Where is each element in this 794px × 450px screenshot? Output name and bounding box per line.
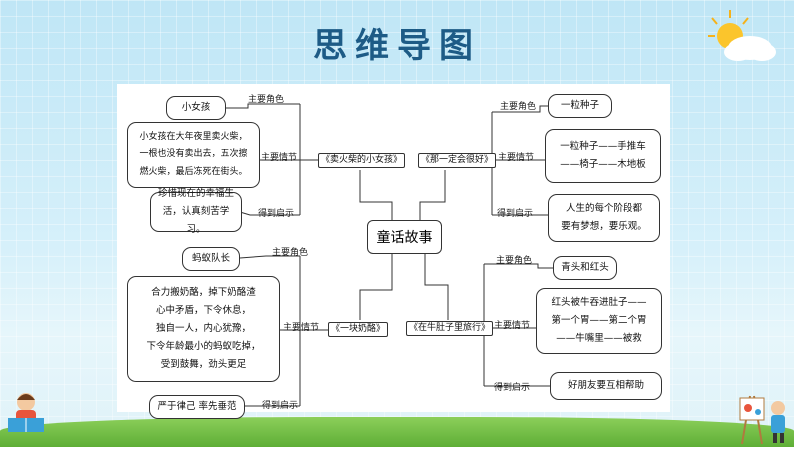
branch-title-matches-girl: 《卖火柴的小女孩》 xyxy=(318,153,406,168)
label-insight: 得到启示 xyxy=(258,209,295,219)
insight-box-matches-girl: 珍惜现在的幸福生 活，认真刻苦学习。 xyxy=(150,188,242,235)
branch-title-piece-of-cheese: 《一块奶酪》 xyxy=(328,322,389,337)
label-insight: 得到启示 xyxy=(262,401,299,411)
label-insight: 得到启示 xyxy=(497,209,534,219)
plot-box-piece-of-cheese: 合力搬奶酪，掉下奶酪渣 心中矛盾，下令休息， 独自一人，内心犹豫， 下令年龄最小… xyxy=(127,276,280,382)
role-box-piece-of-cheese: 蚂蚁队长 xyxy=(182,247,240,271)
sun-cloud-icon xyxy=(700,8,780,68)
label-plot: 主要情节 xyxy=(498,153,535,163)
label-role: 主要角色 xyxy=(500,102,537,112)
role-box-would-be-good: 一粒种子 xyxy=(548,94,612,118)
insight-box-piece-of-cheese: 严于律己 率先垂范 xyxy=(149,395,245,419)
insight-box-would-be-good: 人生的每个阶段都 要有梦想，要乐观。 xyxy=(548,194,660,242)
easel-child-icon xyxy=(732,386,792,446)
label-role: 主要角色 xyxy=(272,248,309,258)
label-insight: 得到启示 xyxy=(494,383,531,393)
label-role: 主要角色 xyxy=(248,95,285,105)
insight-box-cow-stomach: 好朋友要互相帮助 xyxy=(550,372,662,400)
branch-title-would-be-good: 《那一定会很好》 xyxy=(418,153,497,168)
label-plot: 主要情节 xyxy=(494,321,531,331)
plot-box-matches-girl: 小女孩在大年夜里卖火柴， 一根也没有卖出去，五次擦 燃火柴，最后冻死在街头。 xyxy=(127,122,260,188)
label-plot: 主要情节 xyxy=(283,323,320,333)
plot-box-cow-stomach: 红头被牛吞进肚子—— 第一个胃——第二个胃 ——牛嘴里——被救 xyxy=(536,288,662,354)
page-title: 思维导图 xyxy=(313,26,481,66)
center-node: 童话故事 xyxy=(367,220,442,254)
role-box-cow-stomach: 青头和红头 xyxy=(553,256,617,280)
label-role: 主要角色 xyxy=(496,256,533,266)
branch-title-cow-stomach: 《在牛肚子里旅行》 xyxy=(406,321,494,336)
grass-ground xyxy=(0,417,794,447)
role-box-matches-girl: 小女孩 xyxy=(166,96,226,120)
reading-child-icon xyxy=(4,390,50,440)
label-plot: 主要情节 xyxy=(261,153,298,163)
plot-box-would-be-good: 一粒种子——手推车 ——椅子——木地板 xyxy=(545,129,661,183)
